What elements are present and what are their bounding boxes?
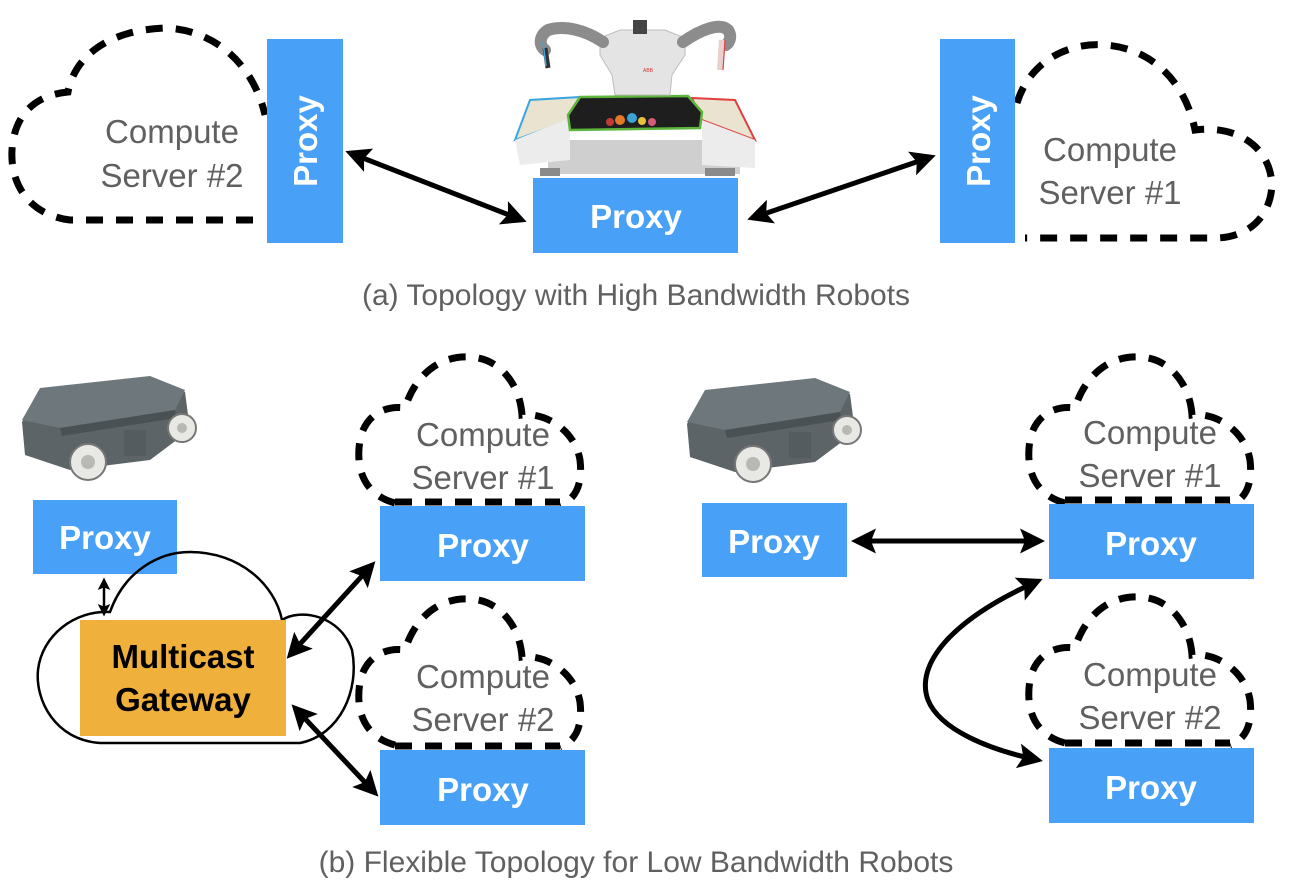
proxy-box[interactable]	[380, 750, 585, 825]
bidirectional-arrow	[291, 704, 379, 797]
dashed-cloud-icon	[355, 353, 585, 509]
multicast-gateway-node: Multicast Gateway	[80, 620, 286, 736]
gateway-box[interactable]	[80, 620, 286, 736]
proxy-box[interactable]	[380, 506, 585, 581]
proxy-label: Proxy	[728, 523, 820, 560]
dashed-cloud-icon	[1013, 41, 1276, 242]
bidirectional-arrow	[345, 148, 527, 225]
server-label-line1: Compute	[416, 416, 550, 453]
curved-bidirectional-arrow	[922, 577, 1043, 769]
server-label-line1: Compute	[1083, 656, 1217, 693]
server-label-line2: Server #1	[1078, 457, 1221, 494]
compute-server-1-node: Compute Server #1 Proxy	[355, 353, 585, 581]
proxy-label: Proxy	[590, 198, 682, 235]
proxy-box[interactable]	[1049, 748, 1254, 823]
panel-b-right: Proxy Compute Server #1 Proxy Compute Se…	[687, 353, 1255, 823]
server-label-line1: Compute	[416, 658, 550, 695]
server-label-line1: Compute	[105, 113, 239, 150]
mobile-robot-icon	[687, 378, 862, 483]
server-label-line2: Server #2	[1078, 699, 1221, 736]
proxy-box[interactable]	[267, 39, 343, 243]
caption-a: (a) Topology with High Bandwidth Robots	[362, 279, 910, 312]
robot-proxy-node: Proxy	[533, 178, 738, 253]
mobile-robot-icon	[22, 376, 197, 481]
server-label-line2: Server #1	[411, 459, 554, 496]
compute-server-1-node: Compute Server #1 Proxy	[940, 39, 1276, 243]
bidirectional-arrow	[747, 151, 936, 224]
proxy-label: Proxy	[1105, 769, 1197, 806]
proxy-label: Proxy	[437, 527, 529, 564]
compute-server-2-node: Compute Server #2 Proxy	[1025, 593, 1255, 823]
compute-server-2-node: Compute Server #2 Proxy	[8, 24, 343, 243]
dashed-cloud-icon	[8, 24, 269, 224]
robot-proxy-node: Proxy	[702, 503, 847, 577]
server-label-line2: Server #2	[411, 701, 554, 738]
panel-b-left: Proxy Multicast Gateway Compute Server #…	[22, 353, 585, 825]
server-label-line2: Server #1	[1038, 174, 1181, 211]
gateway-label-line1: Multicast	[111, 638, 254, 675]
panel-a: Compute Server #2 Proxy	[8, 20, 1276, 312]
server-label-line2: Server #2	[100, 157, 243, 194]
proxy-box[interactable]	[1049, 504, 1254, 579]
compute-server-1-node: Compute Server #1 Proxy	[1025, 353, 1255, 579]
proxy-label: Proxy	[1105, 525, 1197, 562]
proxy-label: Proxy	[59, 519, 151, 556]
server-label-line1: Compute	[1083, 414, 1217, 451]
dashed-cloud-icon	[1025, 353, 1255, 509]
compute-server-2-node: Compute Server #2 Proxy	[355, 595, 585, 825]
dual-arm-robot-icon: ABB	[513, 20, 758, 176]
dashed-cloud-icon	[1025, 593, 1255, 749]
proxy-box[interactable]	[702, 503, 847, 577]
proxy-box[interactable]	[533, 178, 738, 253]
server-label-line1: Compute	[1043, 131, 1177, 168]
robot-proxy-node: Proxy	[33, 500, 177, 574]
bidirectional-arrow	[286, 561, 376, 659]
caption-b: (b) Flexible Topology for Low Bandwidth …	[319, 846, 954, 879]
proxy-label: Proxy	[437, 771, 529, 808]
proxy-label: Proxy	[287, 94, 324, 186]
svg-text:ABB: ABB	[643, 68, 654, 74]
proxy-box[interactable]	[940, 39, 1015, 243]
gateway-label-line2: Gateway	[115, 681, 251, 718]
proxy-label: Proxy	[960, 94, 997, 186]
dashed-cloud-icon	[355, 595, 585, 751]
